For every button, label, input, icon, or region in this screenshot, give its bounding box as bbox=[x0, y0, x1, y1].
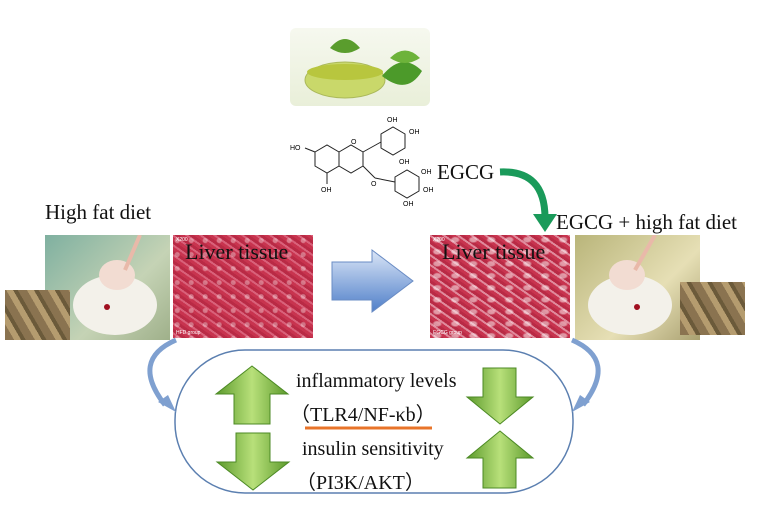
down-arrow-icon bbox=[465, 367, 535, 425]
oh-label: OH bbox=[321, 187, 332, 194]
liver-tissue-egcg: X200 Liver tissue EGCG group bbox=[430, 235, 570, 338]
up-arrow-icon bbox=[214, 365, 290, 425]
oh-label: HO bbox=[290, 145, 301, 152]
group-label: HFD group bbox=[176, 330, 201, 336]
up-arrow-icon bbox=[465, 430, 535, 489]
egcg-molecule-structure: HO OH OH OH OH O O OH OH OH bbox=[285, 112, 445, 207]
high-fat-diet-label: High fat diet bbox=[45, 200, 152, 224]
egcg-high-fat-diet-label: EGCG + high fat diet bbox=[556, 210, 737, 234]
magnification-label: X200 bbox=[176, 237, 188, 243]
oh-label: OH bbox=[399, 159, 410, 166]
oh-label: OH bbox=[387, 117, 398, 124]
liver-tissue-hfd: X200 Liver tissue HFD group bbox=[173, 235, 313, 338]
o-label: O bbox=[351, 139, 357, 146]
liver-tissue-title: Liver tissue bbox=[185, 239, 289, 264]
green-tea-image bbox=[290, 28, 430, 106]
food-pellets-image bbox=[680, 282, 745, 335]
down-arrow-icon bbox=[215, 432, 291, 491]
curved-blue-arrow-right-icon bbox=[570, 337, 601, 407]
magnification-label: X200 bbox=[433, 237, 445, 243]
food-pellets-image bbox=[5, 290, 70, 340]
o-label: O bbox=[371, 181, 377, 188]
curved-blue-arrow-left-icon bbox=[147, 337, 178, 407]
mouse-egcg-image bbox=[575, 235, 700, 340]
insulin-pathway-label: （PI3K/AKT） bbox=[296, 472, 425, 494]
liver-tissue-title: Liver tissue bbox=[442, 239, 546, 264]
inflammatory-pathway-label: （TLR4/NF-κb） bbox=[290, 404, 436, 426]
oh-label: OH bbox=[409, 129, 420, 136]
mouse-hfd-image bbox=[45, 235, 170, 340]
inflammatory-levels-label: inflammatory levels bbox=[296, 370, 457, 392]
oh-label: OH bbox=[423, 187, 434, 194]
oh-label: OH bbox=[403, 201, 414, 207]
insulin-sensitivity-label: insulin sensitivity bbox=[302, 438, 444, 460]
egcg-label: EGCG bbox=[437, 160, 495, 184]
group-label: EGCG group bbox=[433, 330, 462, 336]
tea-cup-icon bbox=[304, 39, 422, 99]
oh-label: OH bbox=[421, 169, 432, 176]
